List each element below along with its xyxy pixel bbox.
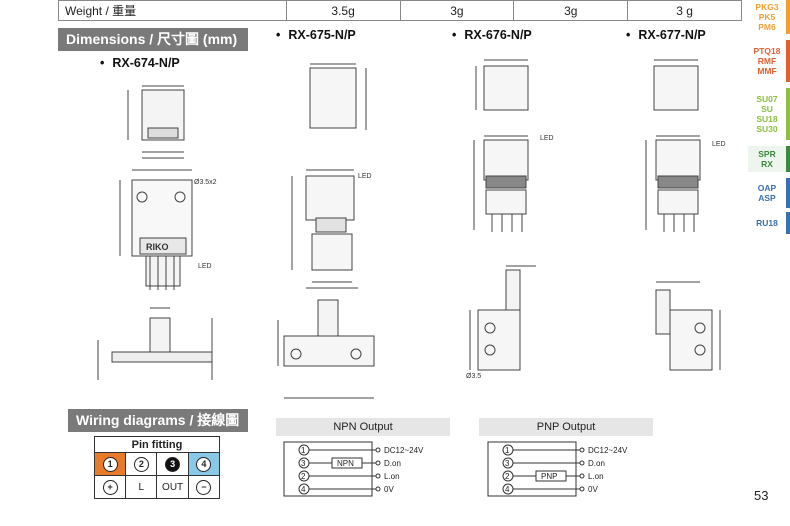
led-label-677: LED	[712, 141, 726, 148]
side-tab-ru18[interactable]: RU18	[748, 212, 790, 234]
npn-block-label: NPN	[337, 459, 354, 468]
rx676-top-view	[475, 59, 529, 111]
rx677-top-view	[653, 59, 699, 111]
pin-2-function: L	[125, 475, 158, 499]
pnp-block-label: PNP	[541, 472, 557, 481]
pnp-output-header: PNP Output	[479, 418, 653, 436]
rx674-front-view	[119, 169, 193, 290]
rx675-top-view	[309, 63, 367, 130]
npn-wiring-diagram: 1 3 2 4 NPN DC12~24V D.on L.on 0V	[283, 441, 424, 497]
weight-table: Weight / 重量 3.5g 3g 3g 3 g	[58, 0, 742, 21]
model-title-674: •RX-674-N/P	[100, 56, 180, 70]
hole-label-674: Ø3.5x2	[194, 179, 217, 186]
pin-4-cell: 4	[187, 452, 221, 476]
dimension-drawings: RIKO Ø3.5x2 LED LED LED LED Ø3.5	[97, 59, 726, 399]
hole-label-676: Ø3.5	[466, 373, 481, 380]
svg-text:1: 1	[505, 446, 510, 455]
riko-mark: RIKO	[146, 242, 169, 252]
pin-3: 3	[165, 456, 181, 472]
model-title-675: •RX-675-N/P	[276, 28, 356, 42]
rx675-side-view	[277, 299, 375, 399]
pin-fitting-table: Pin fitting 1 2 3 4 + L OUT −	[93, 436, 221, 499]
pin-1-function: +	[93, 475, 127, 499]
svg-text:2: 2	[505, 472, 510, 481]
svg-text:L.on: L.on	[588, 472, 604, 481]
weight-value-677: 3 g	[627, 0, 742, 21]
svg-text:2: 2	[301, 472, 306, 481]
svg-text:4: 4	[505, 485, 510, 494]
weight-value-676: 3g	[513, 0, 629, 21]
wiring-header: Wiring diagrams / 接線圖	[68, 409, 248, 432]
svg-text:1: 1	[301, 446, 306, 455]
pin-2: 2	[133, 456, 149, 472]
led-label-675: LED	[358, 173, 372, 180]
svg-text:DC12~24V: DC12~24V	[384, 446, 424, 455]
svg-text:4: 4	[301, 485, 306, 494]
svg-text:L.on: L.on	[384, 472, 400, 481]
pin-1-cell: 1	[93, 452, 127, 476]
rx674-top-view	[127, 85, 185, 159]
model-title-676: •RX-676-N/P	[452, 28, 532, 42]
model-title-677: •RX-677-N/P	[626, 28, 706, 42]
svg-text:D.on: D.on	[384, 459, 401, 468]
pin-3-cell: 3	[156, 452, 189, 476]
svg-text:D.on: D.on	[588, 459, 605, 468]
pin-1: 1	[102, 456, 118, 472]
svg-text:0V: 0V	[384, 485, 394, 494]
page-number: 53	[754, 488, 769, 503]
dimensions-header: Dimensions / 尺寸圖 (mm)	[58, 28, 248, 51]
pin-4: 4	[196, 456, 212, 472]
pnp-wiring-diagram: 1 3 2 4 PNP DC12~24V D.on L.on 0V	[487, 441, 628, 497]
rx675-front-view	[291, 169, 358, 289]
led-label-676: LED	[540, 135, 554, 142]
weight-label: Weight / 重量	[58, 0, 287, 21]
rx676-front-view	[473, 135, 529, 232]
rx677-side-view	[655, 281, 721, 371]
pin-fitting-title: Pin fitting	[94, 436, 220, 453]
svg-text:0V: 0V	[588, 485, 598, 494]
svg-text:3: 3	[301, 459, 306, 468]
pin-2-cell: 2	[125, 452, 158, 476]
weight-value-674: 3.5g	[285, 0, 401, 21]
weight-value-675: 3g	[399, 0, 515, 21]
rx677-front-view	[645, 135, 701, 232]
pin-4-function: −	[187, 475, 221, 499]
rx676-side-view	[469, 265, 536, 371]
led-label-674: LED	[198, 263, 212, 270]
svg-text:DC12~24V: DC12~24V	[588, 446, 628, 455]
svg-text:3: 3	[505, 459, 510, 468]
pin-3-function: OUT	[156, 475, 189, 499]
npn-output-header: NPN Output	[276, 418, 450, 436]
rx674-side-view	[97, 307, 213, 380]
